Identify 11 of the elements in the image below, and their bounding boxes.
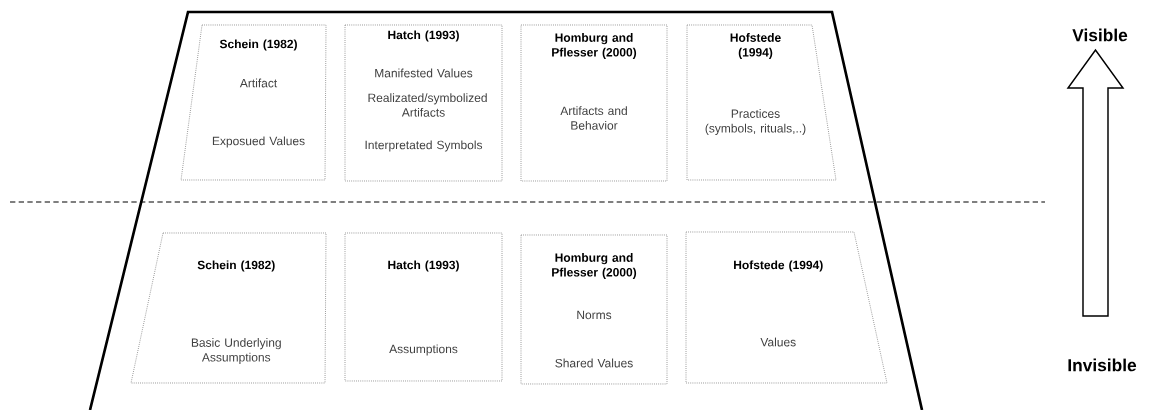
text-box: Schein (1982) Artifact Exposued Values — [180, 24, 327, 181]
text-box: Schein (1982) Basic Underlying Assumptions — [130, 232, 327, 384]
axis-label: Visible — [1072, 28, 1128, 42]
text-box: Hofstede (1994) Practices (symbols, rituals,..) — [686, 24, 837, 181]
text-box: Homburg and Pflesser (2000) Artifacts and Behavior — [520, 24, 668, 182]
text-box: Homburg and Pflesser (2000) Norms Shared Values — [520, 234, 668, 385]
text-box: Hatch (1993) Manifested Values Realizated/symbolized Artifacts Interpretated Symbols — [344, 24, 503, 182]
text-box: Hatch (1993) Assumptions — [344, 232, 503, 382]
text-box: Hofstede (1994) Values — [685, 231, 888, 384]
axis-label: Invisible — [1068, 358, 1137, 372]
trapezoid-outline — [88, 10, 924, 410]
